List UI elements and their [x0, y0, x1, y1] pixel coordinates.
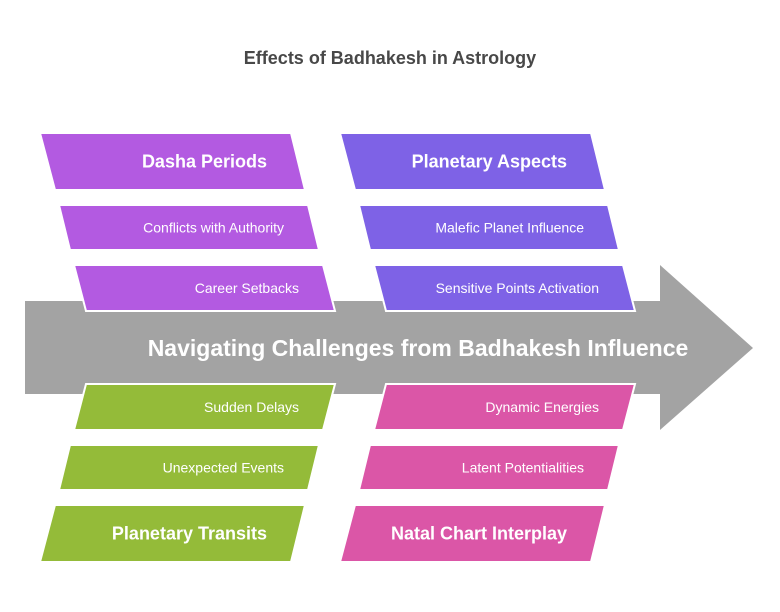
aspects-title: Planetary Aspects [412, 152, 567, 172]
natal-item-box [372, 383, 637, 431]
aspects-item-box [372, 264, 637, 312]
dasha-title-box [38, 132, 307, 191]
transits-item: Unexpected Events [163, 460, 284, 476]
dasha-title: Dasha Periods [142, 152, 267, 172]
transits-title-box [38, 504, 307, 563]
aspects-item: Sensitive Points Activation [436, 280, 599, 296]
diagram-title: Effects of Badhakesh in Astrology [243, 48, 537, 68]
aspects-item: Malefic Planet Influence [435, 220, 584, 236]
center-arrow-label: Navigating Challenges from Badhakesh Inf… [148, 335, 689, 361]
natal-title-box [338, 504, 607, 563]
aspects-title-box [338, 132, 607, 191]
transits-title: Planetary Transits [112, 524, 267, 544]
natal-item: Latent Potentialities [462, 460, 584, 476]
transits-item-box [57, 444, 321, 491]
transits-item: Sudden Delays [204, 399, 299, 415]
natal-item: Dynamic Energies [485, 399, 599, 415]
dasha-item: Career Setbacks [195, 280, 299, 296]
natal-title: Natal Chart Interplay [391, 524, 567, 544]
aspects-item-box [357, 204, 621, 251]
transits-item-box [72, 383, 337, 431]
dasha-item-box [57, 204, 321, 251]
dasha-item: Conflicts with Authority [143, 220, 284, 236]
dasha-item-box [72, 264, 337, 312]
natal-item-box [357, 444, 621, 491]
